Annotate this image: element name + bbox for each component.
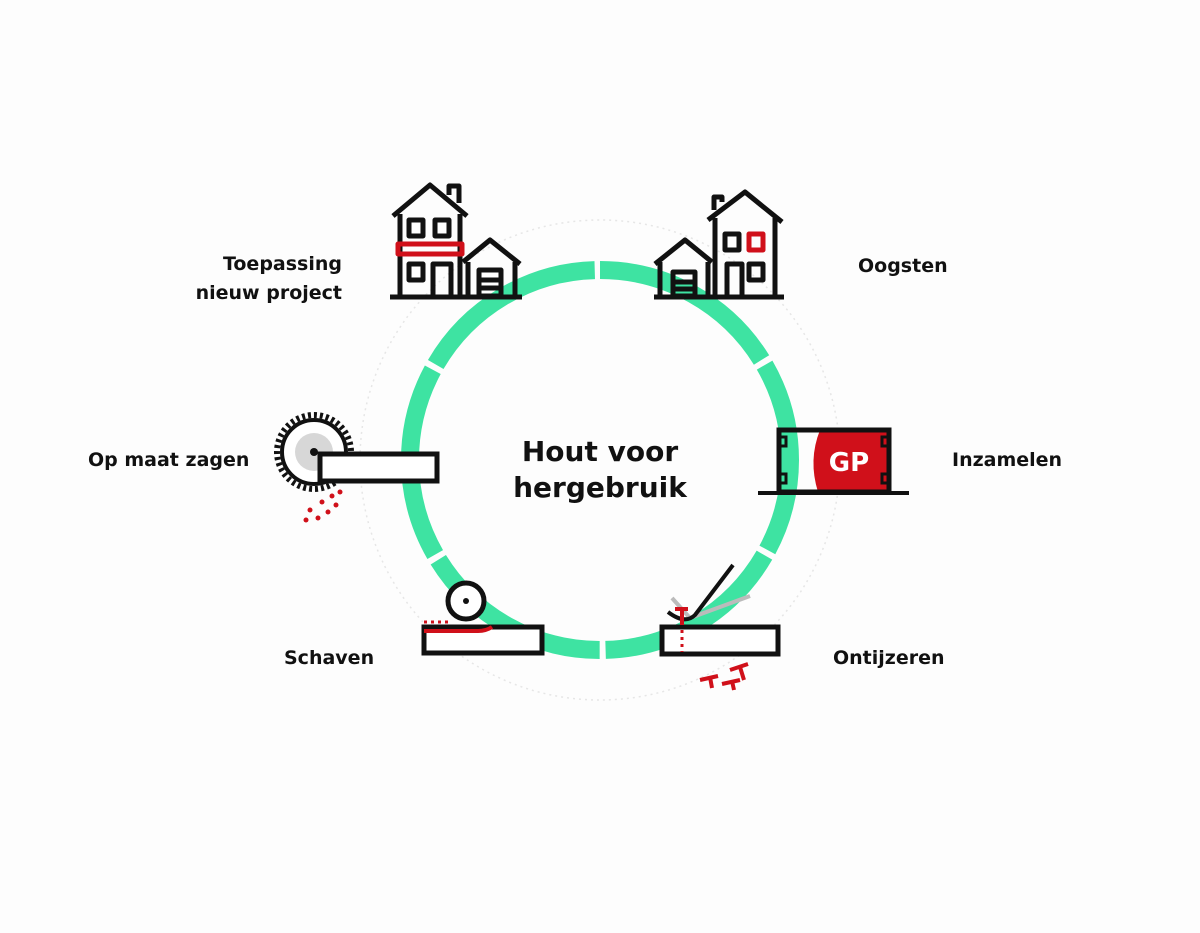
diagram-title: Hout voor hergebruik — [470, 434, 730, 506]
house-harvest-icon — [653, 189, 784, 300]
title-line-1: Hout voor — [521, 435, 679, 468]
step-label-schaven: Schaven — [284, 647, 375, 669]
container-collect-icon — [758, 427, 909, 495]
step-label-op-maat-zagen: Op maat zagen — [88, 449, 250, 471]
title-line-2: hergebruik — [513, 471, 687, 504]
denailing-icon — [659, 563, 781, 691]
step-label-toepassing: Toepassing nieuw project — [160, 250, 342, 308]
step-label-line-2: nieuw project — [195, 282, 342, 304]
house-new-project-icon — [390, 182, 522, 300]
gp-logo: GP — [828, 448, 870, 478]
step-label-line-1: Toepassing — [222, 253, 342, 275]
saw-blade-icon — [274, 412, 440, 523]
step-label-ontijzeren: Ontijzeren — [833, 647, 945, 669]
planing-icon — [421, 580, 545, 656]
step-label-inzamelen: Inzamelen — [952, 449, 1063, 471]
step-label-oogsten: Oogsten — [858, 255, 948, 277]
